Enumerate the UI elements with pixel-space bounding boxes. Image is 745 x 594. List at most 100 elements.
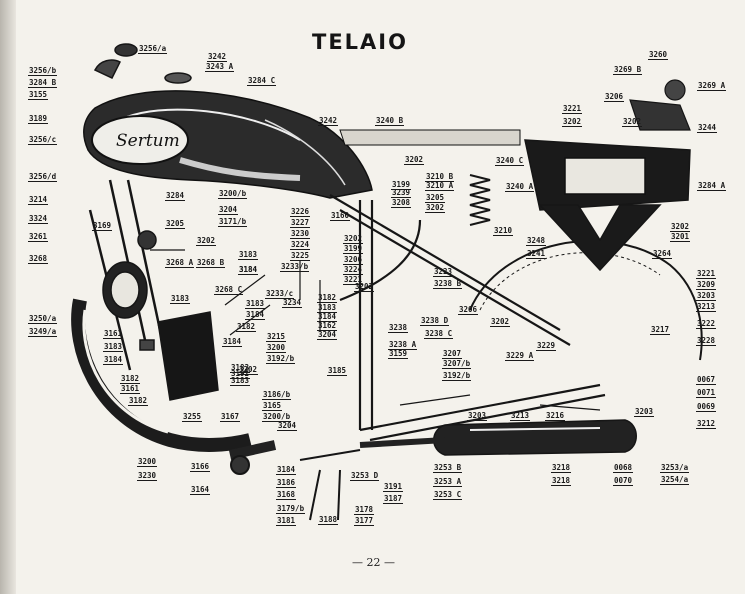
headlamp — [102, 230, 157, 319]
part-label: 3256/c — [28, 135, 58, 145]
part-label: 3202 — [670, 222, 691, 232]
part-label: 3189 — [28, 114, 49, 124]
part-label: 3238 C — [424, 329, 454, 339]
part-label: 3201 — [670, 232, 691, 242]
tank-logo: Sertum — [116, 131, 180, 151]
part-label: 3184 — [245, 310, 266, 320]
part-label: 3268 A — [165, 258, 195, 268]
part-label: 3187 — [383, 494, 404, 504]
part-label: 3221 — [696, 269, 717, 279]
part-label: 3249/a — [28, 327, 58, 337]
part-label: 3203 — [696, 291, 717, 301]
part-label: 3238 D — [420, 316, 450, 326]
part-label: 3230 — [290, 229, 311, 239]
part-label: 3200/b — [218, 189, 248, 199]
part-label: 3205 — [425, 193, 446, 203]
part-label: 3202 — [196, 236, 217, 246]
part-label: 0069 — [696, 402, 717, 412]
page-number: — 22 — — [352, 556, 395, 569]
part-label: 3183 — [238, 250, 259, 260]
part-label: 3213 — [510, 411, 531, 421]
part-label: 3261 — [28, 232, 49, 242]
part-label: 3161 — [120, 384, 141, 394]
part-label: 0067 — [696, 375, 717, 385]
frame-top-bracket — [339, 129, 521, 146]
part-label: 3227 — [290, 218, 311, 228]
part-label: 3202 — [562, 117, 583, 127]
part-label: 3192 — [230, 369, 251, 379]
part-label: 3256/b — [28, 66, 58, 76]
part-label: 3206 — [343, 255, 364, 265]
part-label: 3183 — [230, 376, 251, 386]
part-label: 0068 — [613, 463, 634, 473]
part-label: 3182 — [236, 322, 257, 332]
part-label: 3214 — [28, 195, 49, 205]
part-label: 3183 — [103, 342, 124, 352]
part-label: 3165 — [262, 401, 283, 411]
rear-mudguard — [469, 239, 703, 361]
part-label: 3204 — [218, 205, 239, 215]
part-label: 3184 — [317, 312, 338, 322]
part-label: 3206 — [604, 92, 625, 102]
part-label: 3253 D — [350, 471, 380, 481]
part-label: 3242 — [318, 116, 339, 126]
part-label: 3200 — [137, 457, 158, 467]
part-label: 3268 B — [196, 258, 226, 268]
page-title: TELAIO — [312, 30, 408, 54]
part-label: 3184 — [103, 355, 124, 365]
part-label: 3179/b — [276, 504, 306, 514]
part-label: 3241 — [526, 249, 547, 259]
part-label: 3284 C — [247, 76, 277, 86]
tool-box — [139, 311, 219, 401]
part-label: 3234 — [282, 298, 303, 308]
part-label: 3253 A — [433, 477, 463, 487]
part-label: 3268 C — [214, 285, 244, 295]
part-label: 3208 — [391, 198, 412, 208]
part-label: 3269 A — [697, 81, 727, 91]
part-label: 3224 — [343, 265, 364, 275]
part-label: 3186 — [276, 478, 297, 488]
part-label: 3254/a — [660, 475, 690, 485]
part-label: 3161 — [103, 329, 124, 339]
part-label: 3242 — [207, 52, 228, 62]
tank-filler-caps — [93, 43, 192, 84]
part-label: 3284 A — [697, 181, 727, 191]
footrest-linkage — [228, 440, 361, 521]
part-label: 3178 — [354, 505, 375, 515]
part-label: 3224 — [290, 240, 311, 250]
part-label: 3155 — [28, 90, 49, 100]
saddle-spring — [469, 174, 491, 226]
part-label: 3240 B — [375, 116, 405, 126]
part-label: 3183 — [317, 303, 338, 313]
part-label: 3182 — [317, 293, 338, 303]
part-label: 3215 — [266, 332, 287, 342]
part-label: 3185 — [327, 366, 348, 376]
part-label: 3203 — [634, 407, 655, 417]
part-label: 3250/a — [28, 314, 58, 324]
part-label: 3324 — [28, 214, 49, 224]
part-label: 3183 — [170, 294, 191, 304]
part-label: 3207 — [442, 349, 463, 359]
part-label: 3222 — [696, 319, 717, 329]
part-label: 3199 — [343, 244, 364, 254]
part-label: 3260 — [648, 50, 669, 60]
rear-carrier — [524, 139, 691, 272]
part-label: 3183 — [230, 363, 251, 373]
part-label: 3233/b — [280, 262, 310, 272]
part-label: 3284 B — [28, 78, 58, 88]
part-label: 3164 — [190, 485, 211, 495]
part-label: 3240 A — [505, 182, 535, 192]
part-label: 3181 — [276, 516, 297, 526]
part-label: 3210 B — [425, 172, 455, 182]
part-label: 3217 — [650, 325, 671, 335]
part-label: 3268 — [28, 254, 49, 264]
part-label: 3206 — [458, 305, 479, 315]
part-label: 3230 — [137, 471, 158, 481]
part-label: 3184 — [238, 265, 259, 275]
part-label: 3171/b — [218, 217, 248, 227]
part-label: 3244 — [697, 123, 718, 133]
part-label: 3253/a — [660, 463, 690, 473]
part-label: 0071 — [696, 388, 717, 398]
